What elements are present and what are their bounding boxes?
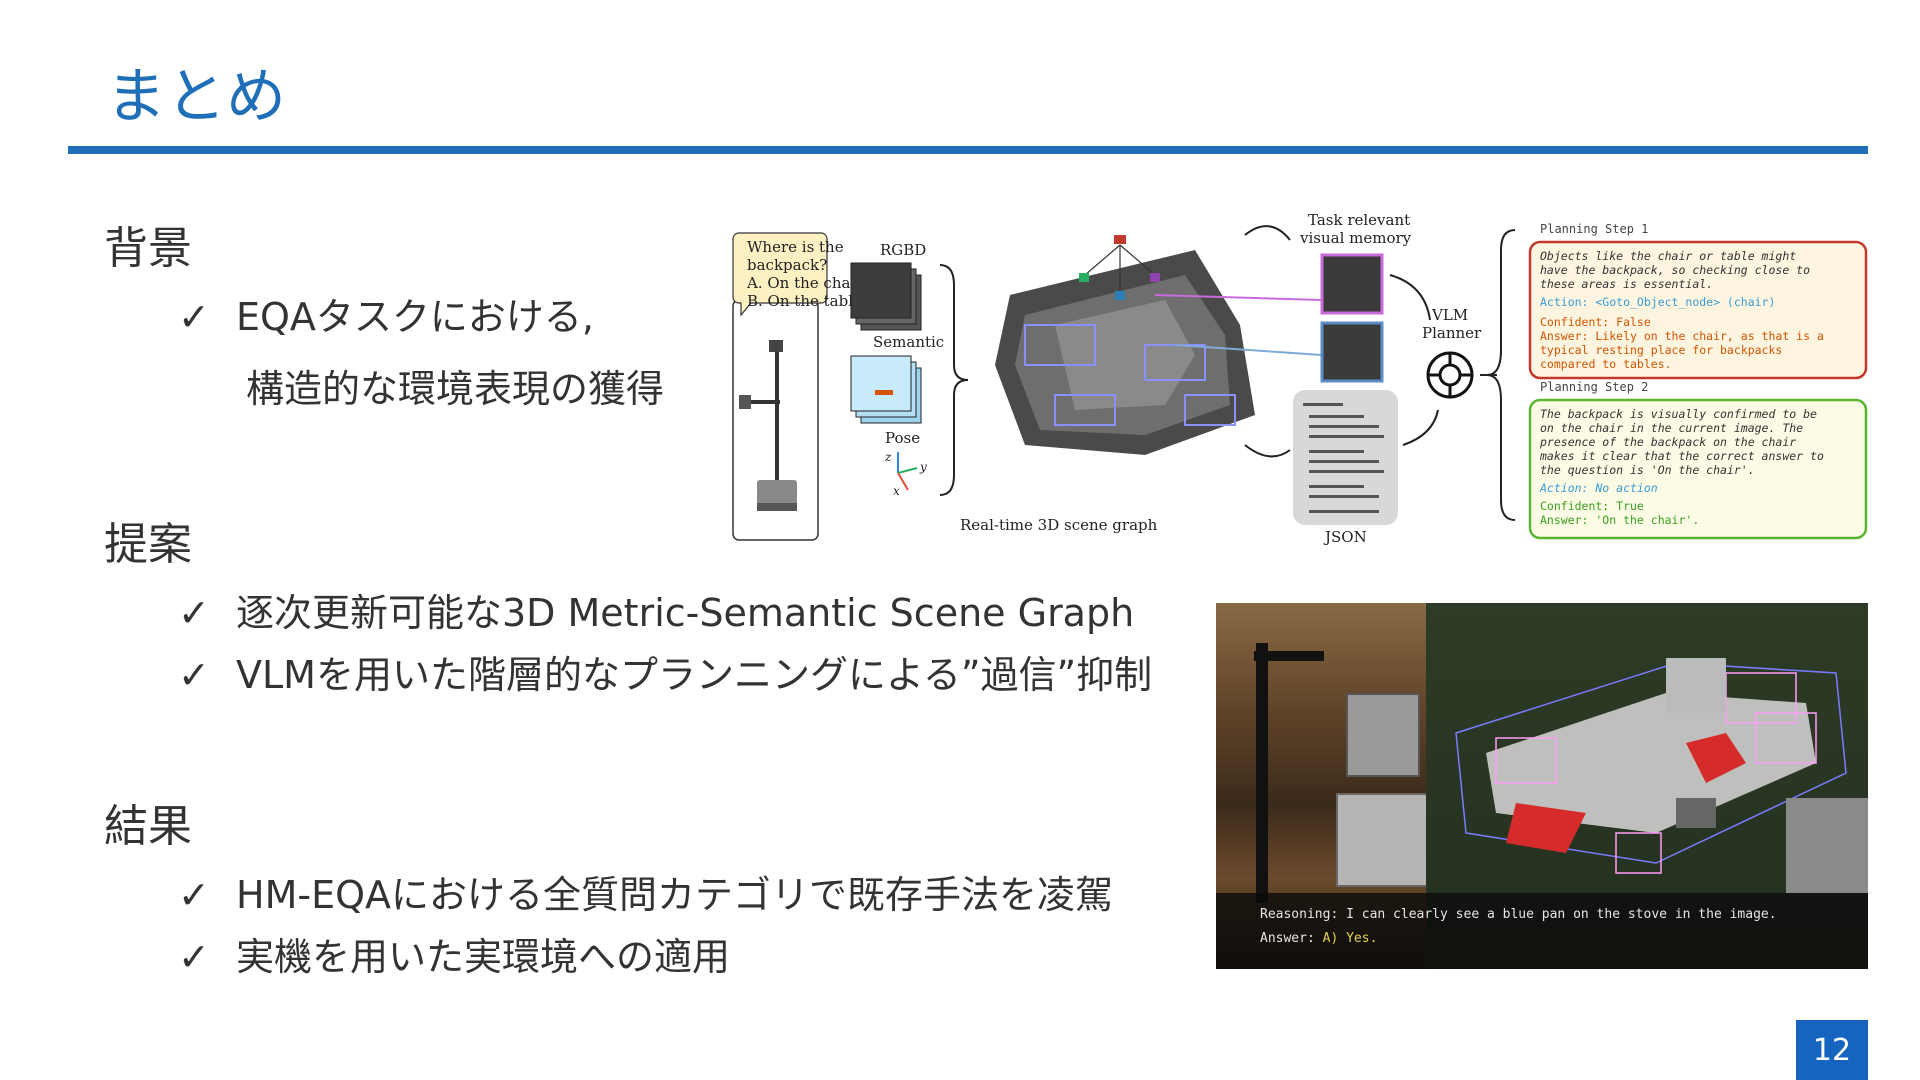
question-line: A. On the chair: [746, 274, 863, 292]
step2-title: Planning Step 2: [1540, 380, 1648, 394]
stove: [1336, 793, 1430, 887]
memory-label-line: Task relevant: [1308, 211, 1410, 229]
openai-logo-icon: [1426, 351, 1474, 399]
scene-graph-3d: [995, 235, 1255, 455]
step1-answer-line: Answer: Likely on the chair, as that is …: [1540, 329, 1824, 343]
real-robot-figure: Reasoning: I can clearly see a blue pan …: [1216, 603, 1868, 969]
json-panel: [1293, 390, 1398, 525]
input-brace: [939, 264, 969, 496]
bullet-item: ✓ 実機を用いた実環境への適用: [178, 926, 730, 981]
step1-action: Action: <Goto_Object_node> (chair): [1540, 295, 1775, 309]
step2-reasoning-line: the question is 'On the chair'.: [1540, 463, 1755, 477]
step1-answer-line: compared to tables.: [1540, 357, 1672, 371]
axis-y-label: y: [919, 460, 927, 474]
scene-graph-label: Real-time 3D scene graph: [960, 516, 1158, 534]
section-heading-background: 背景: [104, 223, 192, 274]
memory-link-1: [1154, 294, 1323, 301]
bullet-item: ✓ HM-EQAにおける全質問カテゴリで既存手法を凌駕: [178, 864, 1113, 919]
question-bubble: [732, 232, 828, 317]
robot-icon: [739, 340, 797, 511]
bullet-item: ✓ 逐次更新可能な3D Metric-Semantic Scene Graph: [178, 582, 1134, 637]
arrow-to-memory: [1244, 225, 1291, 241]
question-line: Where is the: [747, 238, 844, 256]
pose-label: Pose: [885, 429, 920, 447]
step1-confident: Confident: False: [1540, 315, 1651, 329]
check-icon: ✓: [178, 295, 210, 339]
arrow-json-to-planner: [1402, 409, 1439, 446]
memory-label-line: visual memory: [1299, 229, 1412, 247]
semantic-stack: [850, 355, 922, 424]
section-heading-proposal: 提案: [104, 519, 192, 570]
step2-reasoning-line: The backpack is visually confirmed to be: [1540, 407, 1817, 421]
memory-link-2: [1174, 344, 1323, 356]
answer-text: Answer: A) Yes.: [1260, 931, 1377, 946]
step2-reasoning-line: presence of the backpack on the chair: [1539, 435, 1796, 449]
check-icon: ✓: [178, 873, 210, 917]
page-number: 12: [1796, 1020, 1868, 1080]
arrow-to-json: [1244, 444, 1291, 458]
bullet-item: ✓ EQAタスクにおける,: [178, 286, 594, 341]
section-heading-results: 結果: [104, 801, 192, 852]
bullet-text: HM-EQAにおける全質問カテゴリで既存手法を凌駕: [236, 873, 1113, 917]
planner-label-line: VLM: [1431, 306, 1468, 324]
pose-axes-icon: [897, 452, 918, 491]
slide-title: まとめ: [106, 62, 286, 132]
question-line: B. On the table: [747, 292, 862, 310]
bullet-text: VLMを用いた階層的なプランニングによる”過信”抑制: [236, 653, 1153, 697]
answer-value: A) Yes.: [1322, 931, 1378, 946]
reasoning-text: Reasoning: I can clearly see a blue pan …: [1260, 907, 1777, 922]
robot-arm: [1254, 651, 1324, 661]
bullet-text: 実機を用いた実環境への適用: [236, 935, 731, 979]
title-divider: [68, 146, 1868, 154]
axis-z-label: z: [884, 450, 892, 464]
json-text-lines: [1303, 403, 1384, 513]
check-icon: ✓: [178, 653, 210, 697]
step2-reasoning-line: on the chair in the current image. The: [1540, 421, 1803, 435]
microwave: [1346, 693, 1420, 777]
check-icon: ✓: [178, 935, 210, 979]
bullet-continuation: 構造的な環境表現の獲得: [246, 367, 665, 411]
robot-reasoning-caption: Reasoning: I can clearly see a blue pan …: [1216, 893, 1868, 969]
step1-reasoning-line: Objects like the chair or table might: [1540, 249, 1796, 263]
step1-reasoning-line: these areas is essential.: [1540, 277, 1713, 291]
step1-title: Planning Step 1: [1540, 222, 1648, 236]
step2-answer: Answer: 'On the chair'.: [1540, 513, 1699, 527]
question-line: backpack?: [747, 256, 827, 274]
step2-reasoning-line: makes it clear that the correct answer t…: [1539, 449, 1824, 463]
step1-answer-line: typical resting place for backpacks: [1540, 343, 1782, 357]
planner-label-line: Planner: [1422, 324, 1482, 342]
step1-box: [1528, 240, 1868, 380]
json-label: JSON: [1323, 528, 1367, 546]
steps-brace: [1486, 229, 1516, 521]
step2-box: [1528, 398, 1868, 540]
step1-reasoning-line: have the backpack, so checking close to: [1540, 263, 1810, 277]
rgbd-stack: [850, 262, 922, 331]
step2-confident: Confident: True: [1540, 499, 1644, 513]
bullet-item: ✓ VLMを用いた階層的なプランニングによる”過信”抑制: [178, 644, 1152, 699]
arrow-memory-to-planner: [1389, 274, 1431, 321]
axis-x-label: x: [893, 484, 900, 498]
semantic-label: Semantic: [873, 333, 944, 351]
memory-image-2: [1320, 321, 1384, 383]
rgbd-label: RGBD: [880, 241, 926, 259]
answer-prefix: Answer:: [1260, 931, 1315, 946]
pipeline-figure: Where is the backpack? A. On the chair B…: [732, 211, 1868, 546]
step2-action: Action: No action: [1539, 481, 1658, 495]
bullet-text: EQAタスクにおける,: [236, 295, 594, 339]
scene-graph-render: [1455, 658, 1868, 893]
check-icon: ✓: [178, 591, 210, 635]
bullet-text: 逐次更新可能な3D Metric-Semantic Scene Graph: [236, 591, 1135, 635]
memory-image-1: [1320, 253, 1384, 315]
robot-pole: [1256, 643, 1268, 903]
